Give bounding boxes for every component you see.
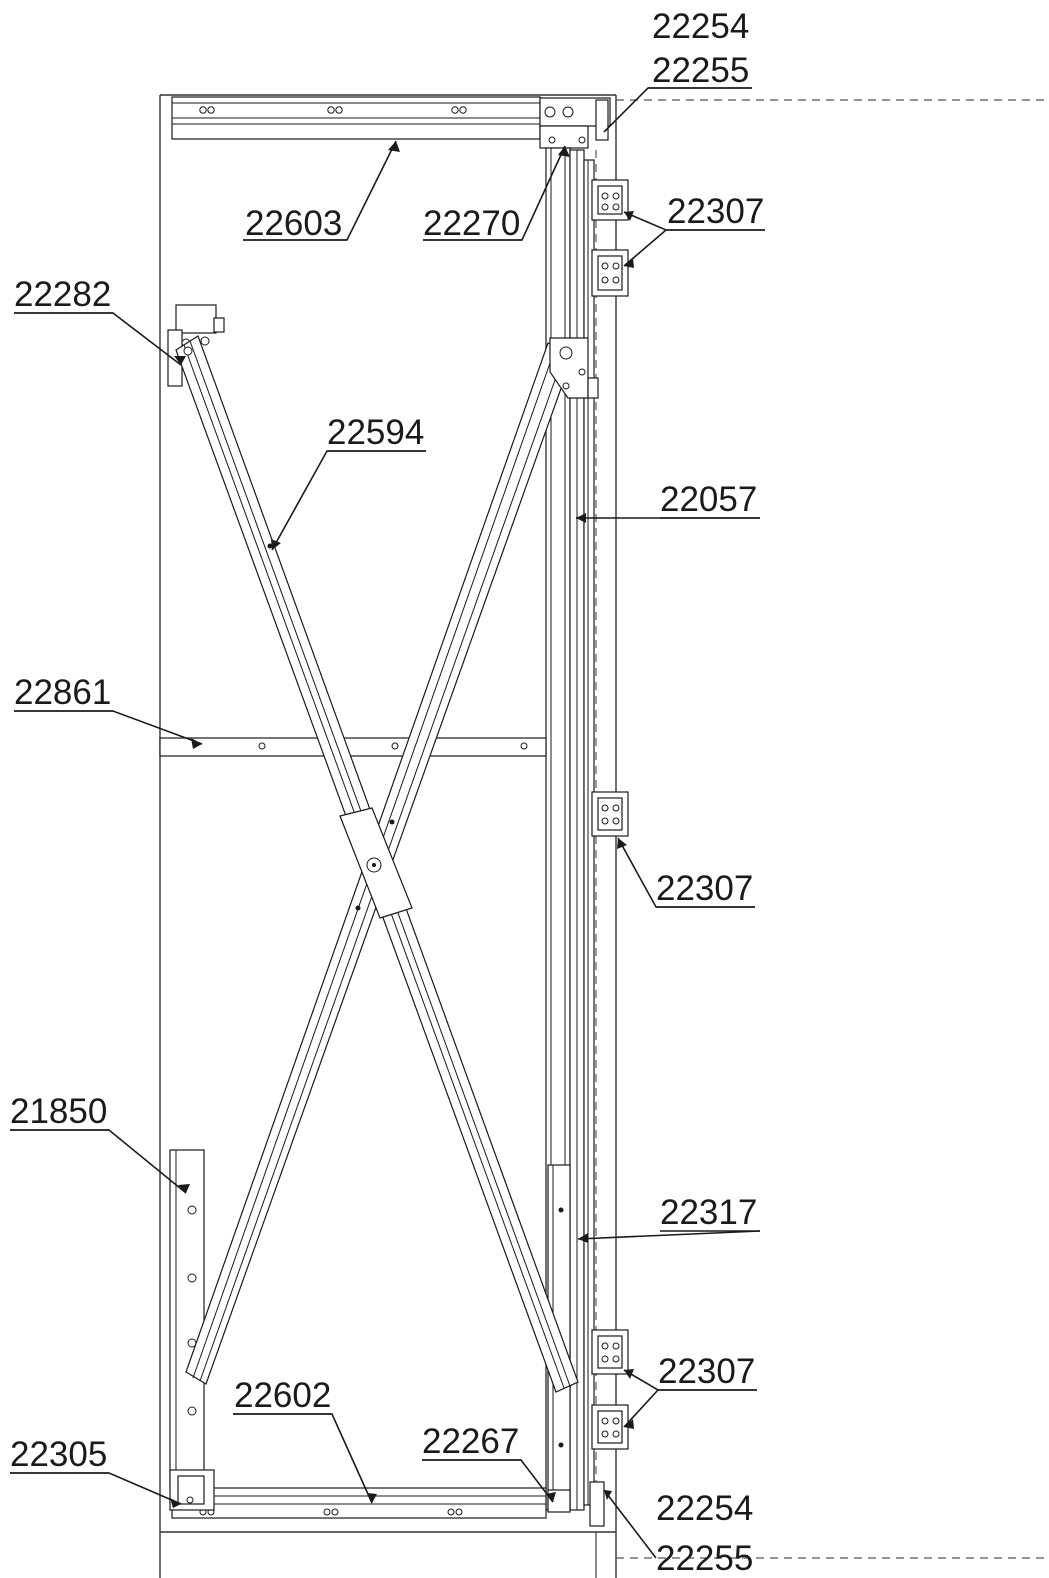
label-22594: 22594 (327, 413, 424, 452)
label-22254-bottom: 22254 (656, 1489, 753, 1528)
label-22307-middle: 22307 (656, 869, 753, 908)
hinge-group (591, 179, 629, 1450)
label-22307-upper: 22307 (667, 192, 764, 231)
bottom-rail (171, 1487, 547, 1519)
hinge-1 (591, 179, 629, 221)
hinge-2 (591, 249, 629, 297)
label-22861: 22861 (14, 673, 111, 712)
hinge-4 (591, 1329, 629, 1375)
leader-arrowheads (170, 141, 634, 1508)
label-22270: 22270 (423, 204, 520, 243)
label-22254-top: 22254 (652, 7, 749, 46)
part-labels: 22254 22255 22603 22270 22307 22282 2259… (10, 7, 764, 1578)
top-roller-bracket (539, 97, 611, 149)
label-22267: 22267 (422, 1422, 519, 1461)
label-22255-bottom: 22255 (656, 1539, 753, 1578)
label-22317: 22317 (660, 1193, 757, 1232)
label-underlines (10, 87, 765, 1474)
upper-right-pivot (549, 337, 599, 399)
label-22307-lower: 22307 (658, 1352, 755, 1391)
left-bracket (169, 1149, 205, 1491)
upper-pivot-bracket (167, 304, 225, 387)
label-22282: 22282 (14, 275, 111, 314)
middle-rail (159, 737, 547, 757)
hinge-3 (591, 791, 629, 837)
label-22305: 22305 (10, 1435, 107, 1474)
label-22602: 22602 (234, 1376, 331, 1415)
label-22255-top: 22255 (652, 51, 749, 90)
label-22603: 22603 (245, 204, 342, 243)
label-22057: 22057 (660, 480, 757, 519)
central-pivot (339, 807, 413, 919)
hinge-5 (591, 1404, 629, 1450)
bottom-left-foot (169, 1469, 215, 1511)
label-21850: 21850 (10, 1092, 107, 1131)
top-rail (171, 96, 541, 140)
